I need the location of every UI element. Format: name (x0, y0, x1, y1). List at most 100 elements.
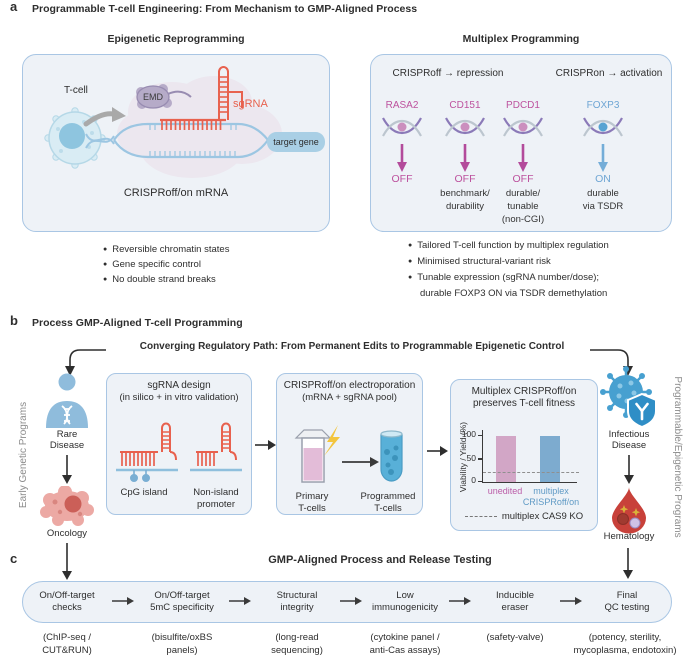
legend-text: multiplex CAS9 KO (501, 511, 584, 522)
chart-legend: multiplex CAS9 KO (452, 511, 596, 523)
method-line: (cytokine panel / (370, 632, 440, 643)
multiplex-bullet-3-cont: durable FOXP3 ON via TSDR demethylation (420, 288, 607, 300)
epigenetic-bullet-2: ●Gene specific control (103, 259, 201, 271)
step-line: integrity (280, 601, 314, 613)
panel-a-title: Programmable T-cell Engineering: From Me… (32, 3, 418, 15)
flow-arrow-icon (255, 440, 276, 450)
blood-drop-icon (612, 487, 646, 534)
bullet-icon: ● (103, 261, 108, 268)
electroporation-graphic (294, 425, 403, 483)
step-line: checks (52, 601, 82, 613)
sgrna-cpg-icon (116, 422, 178, 482)
step-line: Low (396, 590, 414, 601)
pipeline-arrow-icon (449, 597, 471, 605)
gene-label-cd151: CD151 (449, 100, 481, 111)
method-line: panels) (166, 645, 198, 656)
tumor-cell-icon (40, 486, 94, 526)
label-line: Infectious (608, 429, 650, 440)
method-line: (potency, sterility, (588, 632, 662, 643)
dna-helix-icon (382, 117, 422, 137)
dashed-line-icon (464, 516, 497, 518)
virus-shield-icon (600, 366, 657, 428)
step-6-methods: (potency, sterility,mycoplasma, endotoxi… (560, 631, 685, 657)
bullet-text: Tunable expression (sgRNA number/dose); (417, 272, 600, 283)
label-line: Disease (611, 440, 647, 451)
label-line: T-cells (298, 502, 326, 514)
label-line: multiplex (533, 486, 569, 496)
multiplex-subtitle: Multiplex Programming (462, 33, 580, 45)
panel-b-label: b (10, 313, 18, 328)
bullet-text: Minimised structural-variant risk (417, 256, 551, 267)
tcell-label: T-cell (64, 85, 88, 96)
gene-label-rasa2: RASA2 (385, 100, 419, 111)
panel-c-title: GMP-Aligned Process and Release Testing (268, 554, 492, 566)
step-1-methods: (ChIP-seq /CUT&RUN) (7, 631, 127, 657)
panel-c-label: c (10, 551, 18, 566)
left-track-vertical-label: Early Genetic Programs (18, 401, 29, 509)
emd-blob-icon (136, 84, 192, 109)
multiplex-bullet-2: ● Minimised structural-variant risk (408, 256, 551, 268)
label-line: CRISPRoff/on (522, 497, 580, 507)
bullet-text: durable FOXP3 ON via TSDR demethylation (420, 288, 608, 299)
repression-arrow-icon (397, 144, 407, 172)
bullet-icon: ● (408, 258, 413, 265)
repression-header: CRISPRoff → repression (392, 68, 504, 79)
multiplex-bullet-3: ●Tunable expression (sgRNA number/dose); (408, 272, 599, 284)
gene-label-foxp3: FOXP3 (586, 100, 620, 111)
y-tick-mark (478, 480, 482, 482)
note-line: tunable (507, 201, 539, 212)
flow-down-arrow-icon (62, 455, 72, 484)
step-2-methods: (bisulfite/oxBS panels) (122, 631, 242, 657)
multiplex-bullet-1: ●Tailored T-cell function by multiplex r… (408, 240, 609, 252)
fitness-title-2: preserves T-cell fitness (472, 398, 576, 409)
epigenetic-bullet-1: ●Reversible chromatin states (103, 244, 229, 256)
notes-pdcd1: durable/ tunable (non-CGI) (488, 187, 558, 226)
hematology-label: Hematology (603, 531, 655, 542)
y-tick-mark (478, 458, 482, 460)
note-line: (non-CGI) (501, 214, 545, 225)
note-line: durable/ (505, 188, 541, 199)
programmed-tcells-label: Programmed T-cells (356, 491, 420, 514)
repression-arrow-icon (460, 144, 470, 172)
fitness-chart-plot (482, 430, 579, 483)
method-line: CUT&RUN) (42, 645, 92, 656)
bullet-text: Reversible chromatin states (112, 244, 230, 255)
step-line: Structural (276, 590, 318, 601)
converge-title: Converging Regulatory Path: From Permane… (139, 341, 565, 352)
sgrna-scaffold-icon (160, 66, 243, 130)
y-tick-mark (478, 434, 482, 436)
step-5-methods: (safety-valve) (455, 631, 575, 644)
cpg-island-label: CpG island (120, 487, 168, 498)
sgrna-design-title: sgRNA design (147, 380, 211, 391)
label-line: Programmed (360, 491, 416, 502)
note-line: durability (445, 201, 485, 212)
state-pdcd1: OFF (512, 173, 534, 185)
flow-down-arrow-icon (624, 455, 634, 484)
sgrna-label: sgRNA (233, 98, 268, 110)
target-gene-pill (267, 132, 325, 152)
cas9-ko-reference-line (483, 471, 579, 473)
primary-tcells-label: Primary T-cells (284, 491, 340, 514)
pipeline-arrow-icon (340, 597, 362, 605)
pipeline-arrow-icon (112, 597, 134, 605)
cell-to-dna-arrow-icon (83, 107, 126, 127)
nonisland-label: Non-island promoter (186, 487, 246, 511)
pipeline-arrow-icon (229, 597, 251, 605)
tube-icon (380, 430, 403, 482)
dna-helix-icon (503, 117, 543, 137)
bar-multiplex-crisproff-on (540, 435, 560, 482)
method-line: sequencing) (271, 645, 323, 656)
note-line: via TSDR (582, 201, 624, 212)
bullet-icon: ● (408, 242, 413, 249)
method-line: (bisulfite/oxBS (151, 632, 213, 643)
state-cd151: OFF (454, 173, 476, 185)
ytick-100: 100 (461, 429, 476, 439)
method-line: (long-read (275, 632, 319, 643)
method-line: anti-Cas assays) (369, 645, 441, 656)
